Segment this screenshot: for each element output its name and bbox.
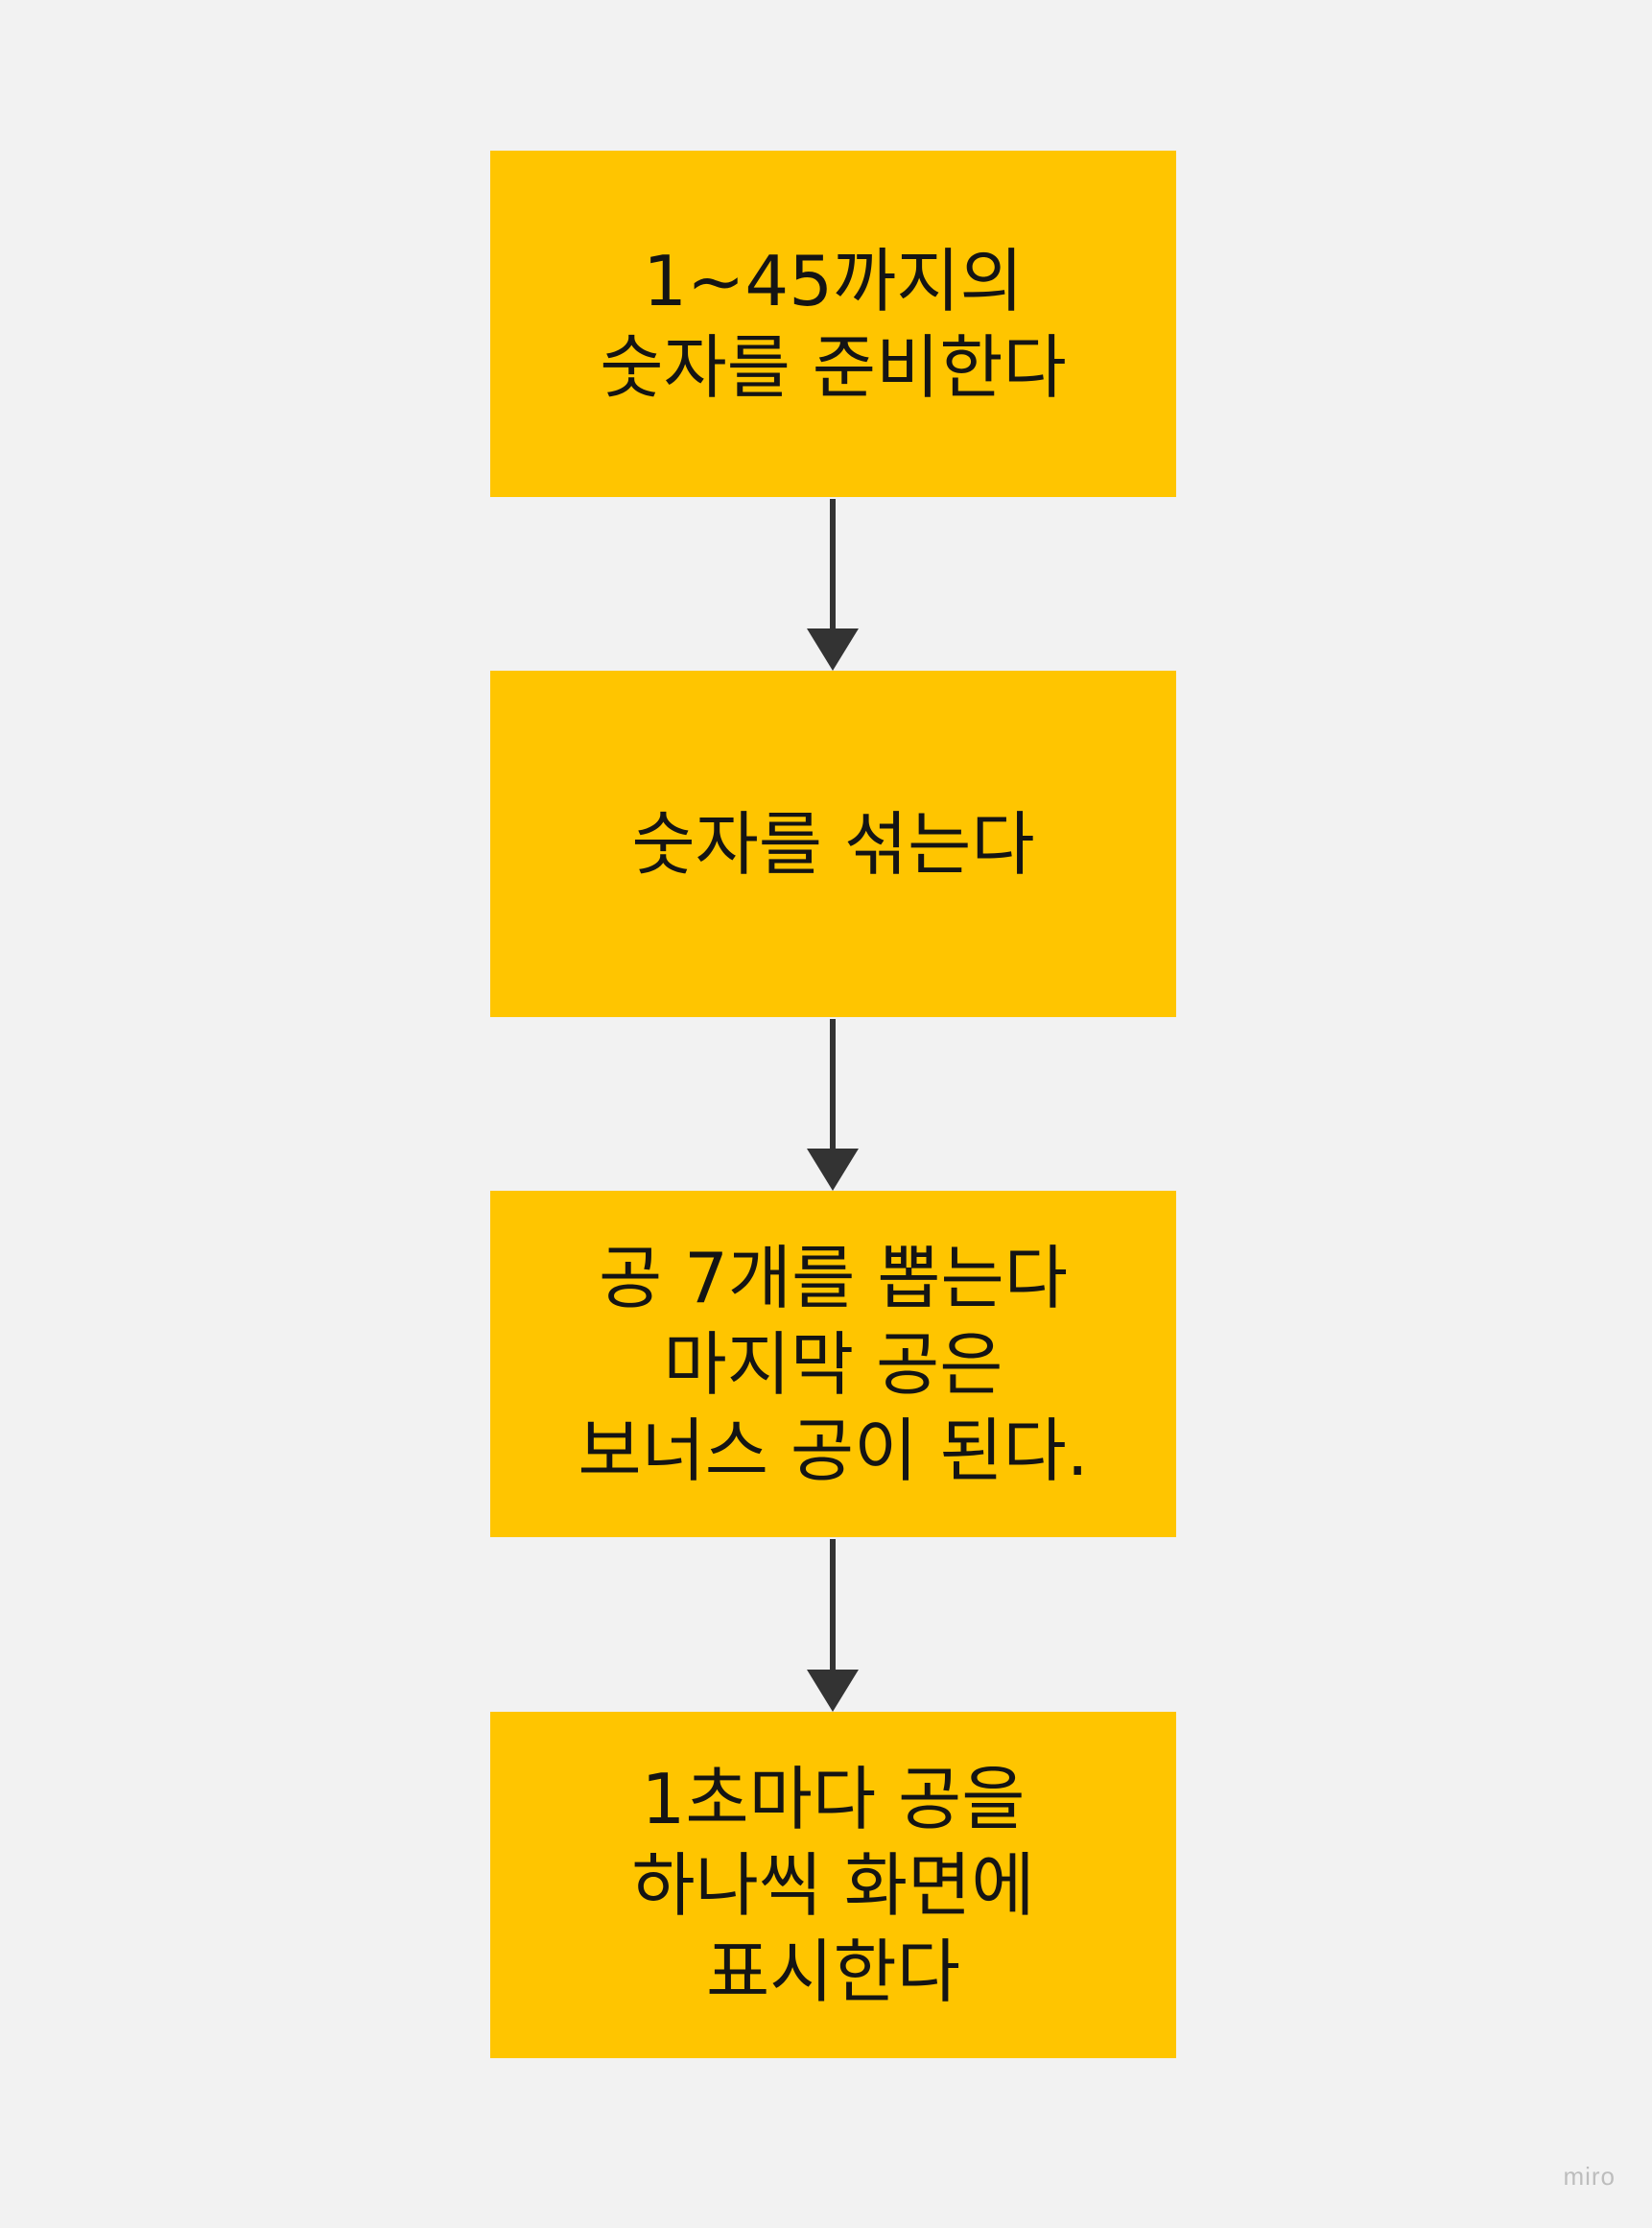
step-shuffle-numbers-line-1: 숫자를 섞는다: [631, 803, 1035, 885]
miro-watermark: miro: [1563, 2162, 1616, 2191]
arrow-1: [807, 499, 859, 671]
step-draw-balls-line-2: 마지막 공은: [663, 1323, 1003, 1405]
step-prepare-numbers-line-2: 숫자를 준비한다: [600, 326, 1067, 408]
step-shuffle-numbers[interactable]: 숫자를 섞는다: [490, 671, 1176, 1017]
step-prepare-numbers[interactable]: 1~45까지의 숫자를 준비한다: [490, 151, 1176, 497]
arrow-2: [807, 1019, 859, 1191]
step-draw-balls[interactable]: 공 7개를 뽑는다 마지막 공은 보너스 공이 된다.: [490, 1191, 1176, 1537]
arrow-3-head: [807, 1670, 859, 1712]
arrow-1-head: [807, 628, 859, 671]
step-prepare-numbers-line-1: 1~45까지의: [643, 240, 1024, 321]
step-display-balls-line-1: 1초마다 공을: [641, 1758, 1026, 1839]
step-display-balls[interactable]: 1초마다 공을 하나씩 화면에 표시한다: [490, 1712, 1176, 2058]
step-display-balls-line-3: 표시한다: [706, 1931, 960, 2012]
step-draw-balls-line-1: 공 7개를 뽑는다: [598, 1237, 1069, 1318]
step-draw-balls-line-3: 보너스 공이 된다.: [578, 1410, 1089, 1491]
step-display-balls-line-2: 하나씩 화면에: [631, 1844, 1035, 1926]
arrow-2-head: [807, 1149, 859, 1191]
arrow-3: [807, 1539, 859, 1712]
